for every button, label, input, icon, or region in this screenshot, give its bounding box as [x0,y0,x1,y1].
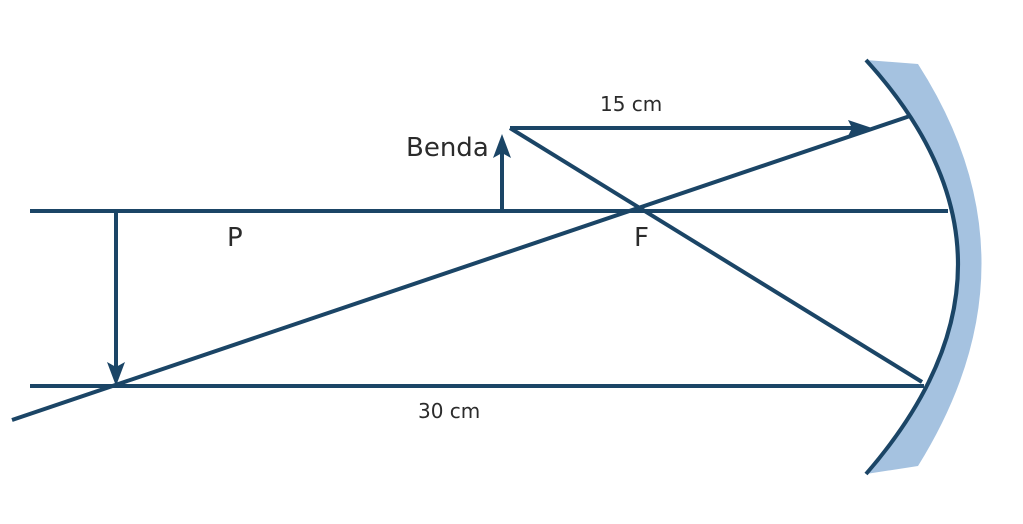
arrowhead-icon [848,120,872,136]
ray-reflected-through-focus [11,114,911,422]
object-arrowhead-icon [493,134,511,158]
focus-label: F [634,223,649,253]
image-arrowhead-icon [107,362,125,386]
object-label: Benda [406,133,489,163]
point-p-label: P [227,223,243,253]
concave-mirror [864,58,982,476]
mirror-body [866,60,982,474]
image-arrow [107,211,125,386]
ray-through-focus [508,126,924,384]
distance-top-label: 15 cm [600,92,662,116]
distance-bottom-label: 30 cm [418,399,480,423]
object-arrow [493,134,511,211]
